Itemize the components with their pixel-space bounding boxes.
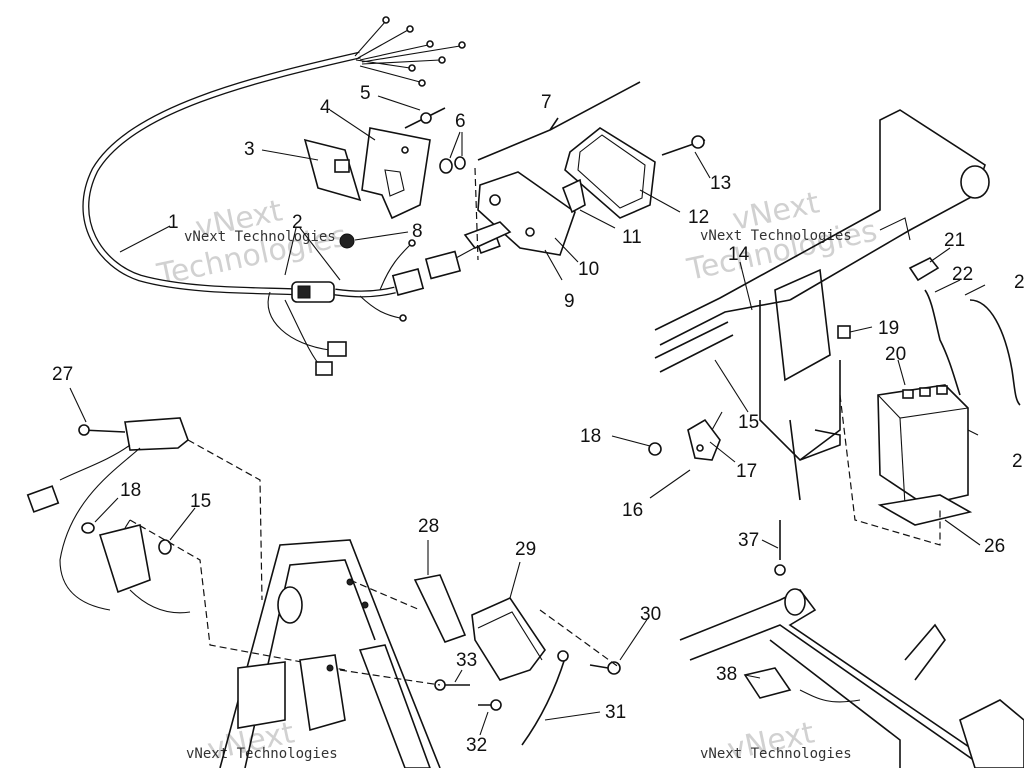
watermark-small-bottom-right: vNext Technologies — [700, 746, 852, 762]
callout-16: 16 — [622, 500, 643, 521]
battery-20 — [877, 384, 969, 506]
callout-37: 37 — [738, 530, 759, 551]
watermark-small-bottom-left: vNext Technologies — [186, 746, 338, 762]
callout-13: 13 — [710, 173, 731, 194]
callout-2-edge-top: 2 — [1014, 272, 1024, 293]
callout-7: 7 — [541, 92, 552, 113]
nut-18-right — [648, 442, 662, 456]
regulator-29 — [471, 596, 546, 681]
callout-14: 14 — [728, 244, 750, 265]
callout-4: 4 — [320, 97, 331, 118]
washer-15-left — [158, 539, 172, 555]
callout-12: 12 — [688, 207, 709, 228]
license-plate-bracket-4 — [361, 127, 431, 220]
battery-cable — [969, 299, 1021, 406]
tail-light-assembly — [463, 81, 706, 261]
callout-33: 33 — [456, 650, 477, 671]
callout-9: 9 — [564, 291, 575, 312]
callout-10: 10 — [578, 259, 599, 280]
callout-11: 11 — [622, 227, 642, 248]
callout-1: 1 — [168, 212, 179, 233]
clip-19 — [837, 325, 851, 339]
callout-29: 29 — [515, 539, 536, 560]
relay-16-17 — [687, 411, 723, 461]
ground-wire-31 — [521, 657, 566, 746]
callout-18-left: 18 — [120, 480, 141, 501]
ignition-coil — [98, 519, 191, 614]
lower-frame — [679, 588, 1024, 768]
vent-tube-21 — [908, 256, 940, 282]
callout-17: 17 — [736, 461, 757, 482]
battery-strap-22 — [924, 289, 961, 396]
callout-6: 6 — [455, 111, 466, 132]
callout-15-right: 15 — [738, 412, 759, 433]
callout-8: 8 — [412, 221, 423, 242]
leader-lines — [69, 95, 981, 736]
bolt-5 — [404, 107, 446, 129]
callout-38: 38 — [716, 664, 737, 685]
bracket-28 — [413, 574, 467, 643]
watermark-small-top: vNext Technologies — [184, 229, 336, 245]
callout-28: 28 — [418, 516, 439, 537]
callout-26: 26 — [984, 536, 1005, 557]
battery-pad-26 — [877, 494, 973, 526]
callout-30: 30 — [640, 604, 661, 625]
callout-2: 2 — [292, 212, 303, 233]
nut-washer-6 — [439, 156, 466, 174]
callout-27: 27 — [52, 364, 73, 385]
callout-31: 31 — [605, 702, 626, 723]
rear-frame — [654, 109, 990, 501]
callout-5: 5 — [360, 83, 371, 104]
callout-2-edge-mid: 2 — [1012, 451, 1023, 472]
watermark-small-right: vNext Technologies — [700, 228, 852, 244]
grommet-8 — [339, 233, 355, 249]
callout-22: 22 — [952, 264, 973, 285]
wire-harness — [82, 16, 501, 376]
callout-15-left: 15 — [190, 491, 211, 512]
callout-32: 32 — [466, 735, 487, 756]
cdi-module-27 — [26, 417, 189, 611]
callout-3: 3 — [244, 139, 255, 160]
callout-19: 19 — [878, 318, 899, 339]
callout-20: 20 — [885, 344, 906, 365]
nut-18-left — [81, 522, 95, 534]
callout-18-right: 18 — [580, 426, 601, 447]
fastener-37 — [774, 520, 786, 576]
mounting-bracket-3 — [303, 138, 362, 202]
callout-21: 21 — [944, 230, 965, 251]
callout-labels: 1 2 3 4 5 6 7 8 9 10 11 12 13 14 15 15 1… — [52, 83, 1024, 756]
mounting-plate — [219, 539, 441, 768]
